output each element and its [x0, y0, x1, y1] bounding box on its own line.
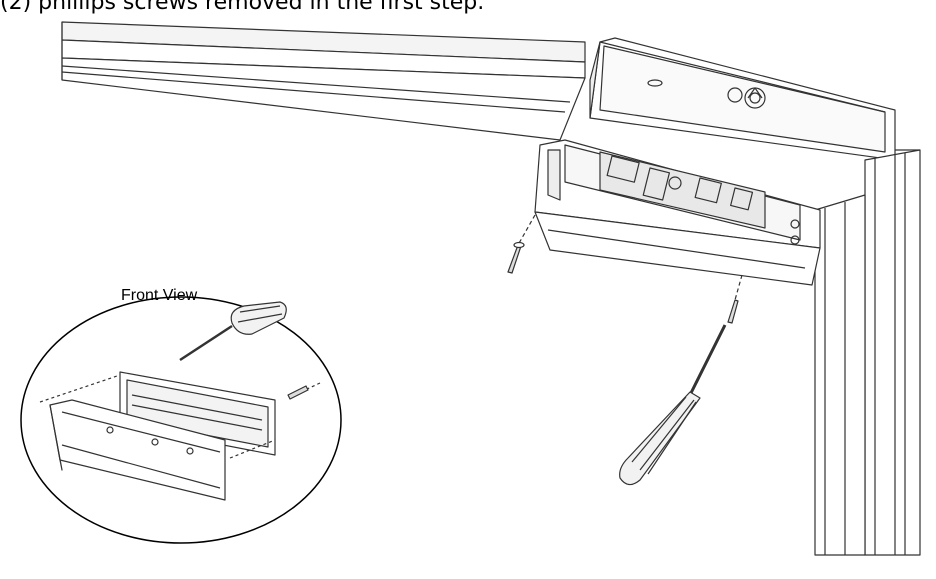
- right-screw: [727, 274, 743, 324]
- operator-housing: [589, 37, 896, 161]
- inset-screwdriver: [179, 301, 287, 362]
- screwdriver-main: [619, 324, 727, 486]
- front-view-label: Front View: [121, 287, 198, 304]
- control-board-tray: [534, 139, 821, 286]
- door-jamb-right: [814, 149, 921, 556]
- door-header-rail: [61, 21, 920, 151]
- inset-screw: [287, 382, 321, 400]
- left-screw: [507, 214, 536, 274]
- step-caption: (2) phillips screws removed in the first…: [0, 0, 485, 15]
- inset-cover-assembly: [39, 371, 276, 501]
- front-view-inset: [20, 296, 342, 544]
